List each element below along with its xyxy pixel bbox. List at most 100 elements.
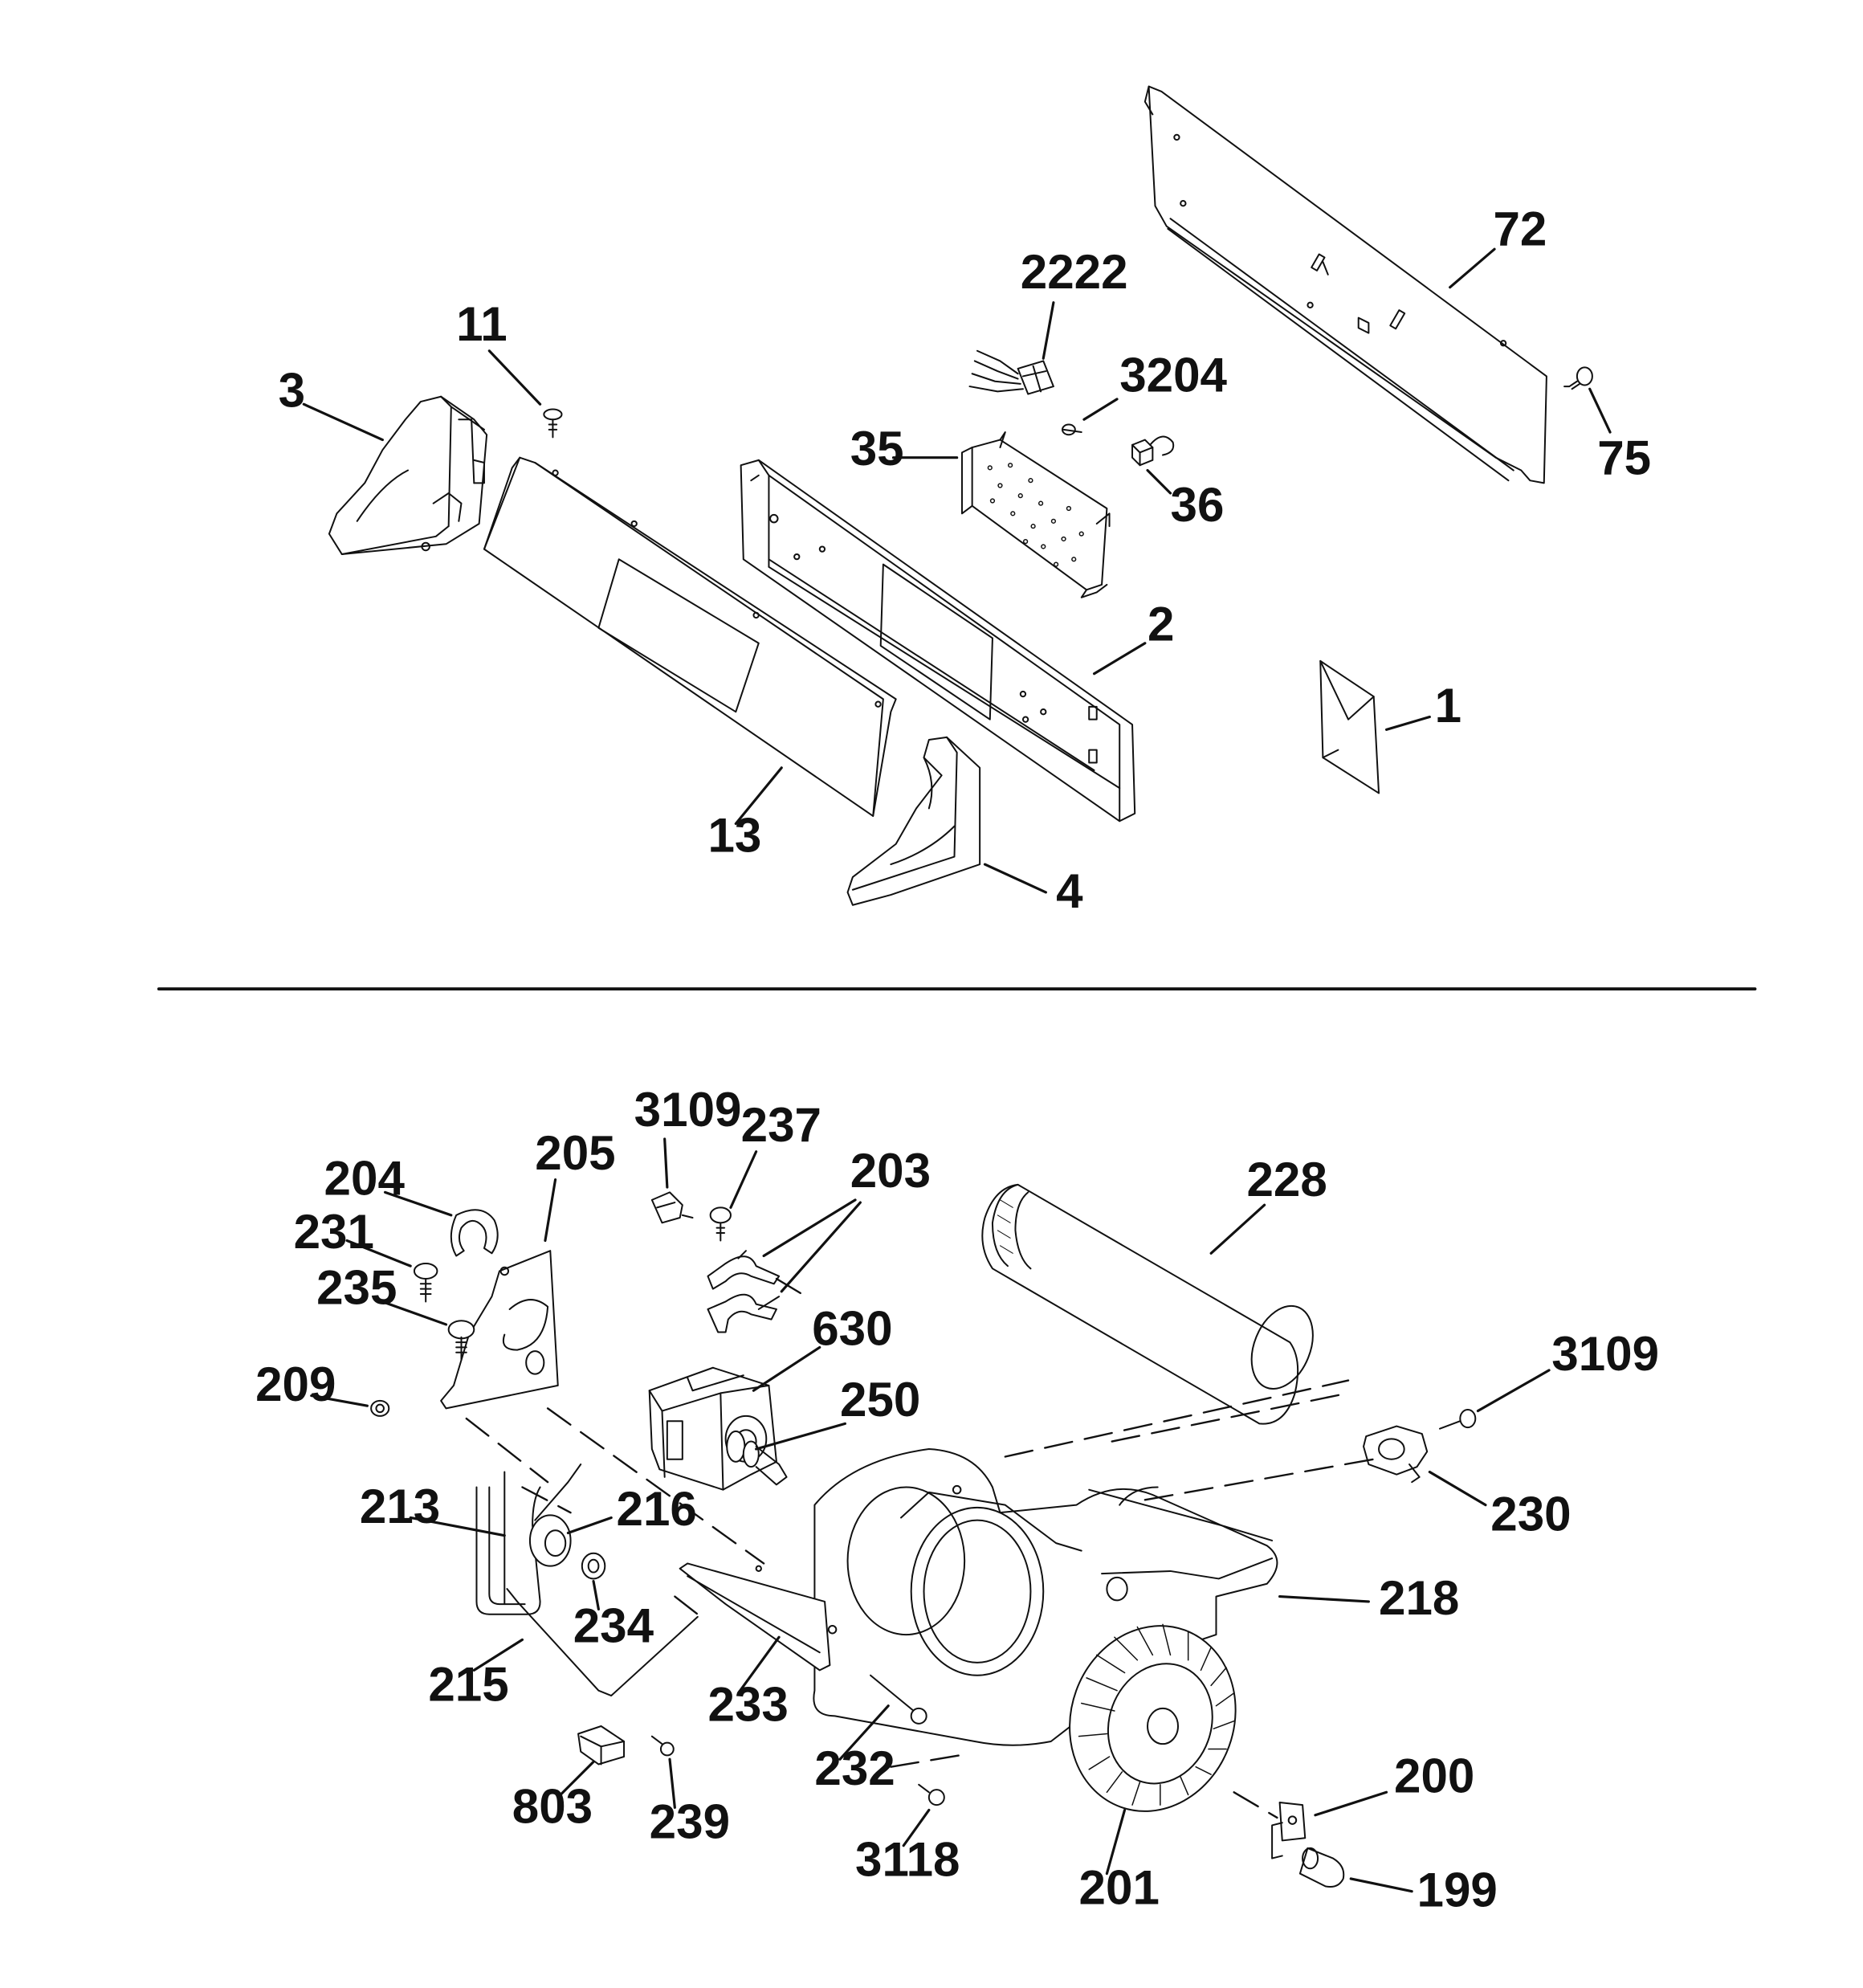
part-235-screw bbox=[449, 1321, 475, 1360]
label-228: 228 bbox=[1246, 1153, 1327, 1206]
leader-199 bbox=[1349, 1877, 1413, 1893]
leader-1 bbox=[1384, 715, 1431, 731]
leader-36 bbox=[1146, 468, 1172, 495]
part-250-shaft bbox=[727, 1431, 786, 1484]
leader-216 bbox=[566, 1516, 613, 1535]
leader-209 bbox=[310, 1394, 369, 1407]
leader-230 bbox=[1428, 1470, 1487, 1507]
part-11-screw bbox=[544, 410, 561, 438]
label-213: 213 bbox=[360, 1480, 440, 1533]
label-4: 4 bbox=[1056, 864, 1083, 918]
leader-4 bbox=[983, 863, 1048, 894]
part-201-blower-wheel bbox=[1044, 1602, 1261, 1835]
leader-803 bbox=[559, 1760, 595, 1797]
leader-232 bbox=[838, 1704, 890, 1761]
leader-215 bbox=[472, 1638, 524, 1672]
label-203: 203 bbox=[850, 1144, 931, 1198]
part-72-rear-panel bbox=[1145, 87, 1547, 484]
label-630: 630 bbox=[812, 1301, 892, 1355]
label-3204: 3204 bbox=[1119, 348, 1227, 402]
label-3118: 3118 bbox=[855, 1833, 960, 1887]
label-199: 199 bbox=[1417, 1863, 1498, 1917]
label-234: 234 bbox=[573, 1599, 654, 1653]
leader-228 bbox=[1209, 1203, 1266, 1255]
leader-3109-left bbox=[663, 1137, 669, 1189]
label-72: 72 bbox=[1493, 202, 1547, 255]
part-630-motor bbox=[650, 1368, 777, 1490]
part-3118-screw bbox=[919, 1785, 944, 1805]
leader-235 bbox=[373, 1297, 448, 1326]
label-239: 239 bbox=[650, 1794, 730, 1848]
part-230-thermostat bbox=[1364, 1427, 1427, 1483]
label-231: 231 bbox=[294, 1205, 374, 1259]
label-13: 13 bbox=[707, 808, 761, 862]
label-200: 200 bbox=[1394, 1749, 1474, 1802]
label-232: 232 bbox=[814, 1741, 895, 1795]
part-200-clip bbox=[1272, 1802, 1305, 1859]
leader-213 bbox=[409, 1516, 506, 1537]
part-3109-bulb-left bbox=[652, 1192, 693, 1223]
leader-200 bbox=[1314, 1790, 1388, 1817]
label-36: 36 bbox=[1171, 478, 1225, 532]
part-209-nut bbox=[371, 1401, 389, 1416]
part-36-clip bbox=[1132, 437, 1173, 466]
leader-3204 bbox=[1082, 398, 1119, 421]
part-4-endcap bbox=[848, 737, 980, 905]
label-235: 235 bbox=[316, 1261, 397, 1315]
part-218-blower-housing bbox=[813, 1449, 1277, 1745]
label-209: 209 bbox=[255, 1357, 336, 1411]
part-35-board bbox=[962, 432, 1110, 598]
leader-72 bbox=[1449, 247, 1496, 289]
leader-2 bbox=[1092, 642, 1147, 676]
leader-234 bbox=[592, 1580, 600, 1611]
part-3-endcap bbox=[329, 397, 487, 554]
label-75: 75 bbox=[1597, 431, 1651, 484]
label-237: 237 bbox=[741, 1098, 821, 1152]
part-233-bracket bbox=[680, 1563, 830, 1670]
leader-2222 bbox=[1042, 301, 1055, 360]
part-3204-screw bbox=[1062, 425, 1082, 435]
label-230: 230 bbox=[1490, 1487, 1571, 1541]
label-803: 803 bbox=[512, 1779, 593, 1833]
part-2-frame bbox=[741, 460, 1135, 821]
label-3109-right: 3109 bbox=[1551, 1327, 1659, 1381]
part-13-panel bbox=[484, 458, 896, 816]
part-228-duct bbox=[982, 1185, 1324, 1424]
label-1: 1 bbox=[1435, 679, 1461, 733]
leader-204 bbox=[383, 1190, 453, 1217]
part-3109-screw-right bbox=[1440, 1410, 1475, 1429]
leader-250 bbox=[755, 1422, 846, 1451]
part-216-idler bbox=[530, 1464, 581, 1566]
part-232-screw bbox=[870, 1676, 927, 1724]
leader-239 bbox=[668, 1757, 676, 1809]
leader-231 bbox=[345, 1239, 412, 1268]
leader-13 bbox=[734, 766, 783, 826]
label-35: 35 bbox=[850, 422, 904, 476]
label-3: 3 bbox=[279, 363, 305, 417]
leader-3109-right bbox=[1476, 1369, 1551, 1413]
part-203-clamps bbox=[707, 1251, 779, 1332]
label-215: 215 bbox=[428, 1657, 508, 1711]
label-218: 218 bbox=[1379, 1571, 1459, 1625]
leader-237 bbox=[729, 1150, 758, 1209]
assembly-lines bbox=[465, 1277, 1375, 1819]
leader-201 bbox=[1105, 1808, 1127, 1876]
leader-205 bbox=[544, 1178, 557, 1243]
label-2: 2 bbox=[1148, 598, 1174, 651]
part-239-screw bbox=[652, 1737, 674, 1756]
label-201: 201 bbox=[1079, 1861, 1160, 1915]
part-213-belt bbox=[476, 1472, 540, 1614]
leader-11 bbox=[487, 349, 542, 406]
part-2222-connector bbox=[969, 351, 1053, 394]
leader-218 bbox=[1278, 1595, 1370, 1603]
leader-75 bbox=[1588, 387, 1612, 434]
part-234-pulley bbox=[582, 1553, 605, 1579]
leader-630 bbox=[752, 1345, 821, 1392]
label-250: 250 bbox=[840, 1373, 920, 1427]
leader-3 bbox=[302, 402, 384, 442]
leader-203 bbox=[762, 1198, 862, 1293]
part-199-bolt bbox=[1300, 1848, 1343, 1887]
label-3109-left: 3109 bbox=[634, 1083, 742, 1137]
label-204: 204 bbox=[324, 1152, 406, 1206]
